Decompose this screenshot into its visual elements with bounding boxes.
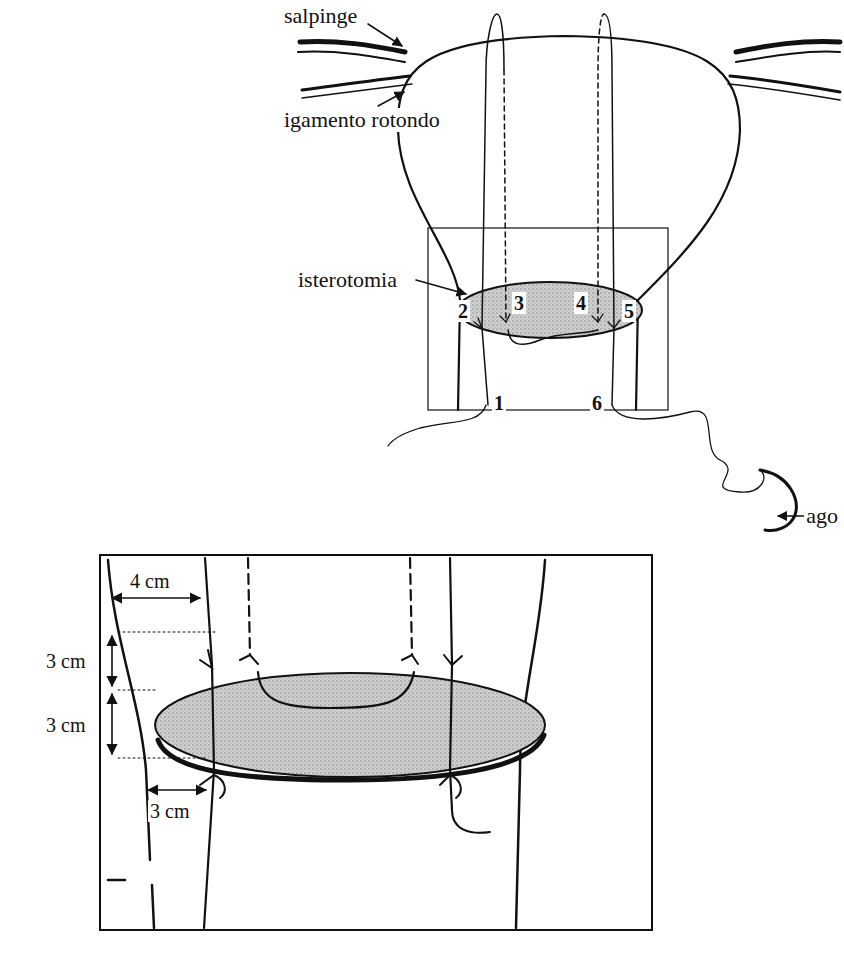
dimension: 3 cm: [44, 714, 87, 736]
part-name: ago: [804, 504, 840, 528]
callout-number: 2: [456, 300, 470, 322]
dimension: 3 cm: [148, 800, 191, 822]
part-name: salpinge: [282, 4, 359, 28]
part-name: igamento rotondo: [282, 108, 442, 132]
part-name: isterotomia: [296, 268, 399, 292]
callout-number: 1: [492, 392, 506, 414]
dimension: 4 cm: [128, 570, 171, 592]
callout-number: 4: [574, 292, 588, 314]
callout-number: 6: [590, 392, 604, 414]
dimension: 3 cm: [44, 650, 87, 672]
callout-number: 5: [622, 300, 636, 322]
callout-number: 3: [512, 292, 526, 314]
